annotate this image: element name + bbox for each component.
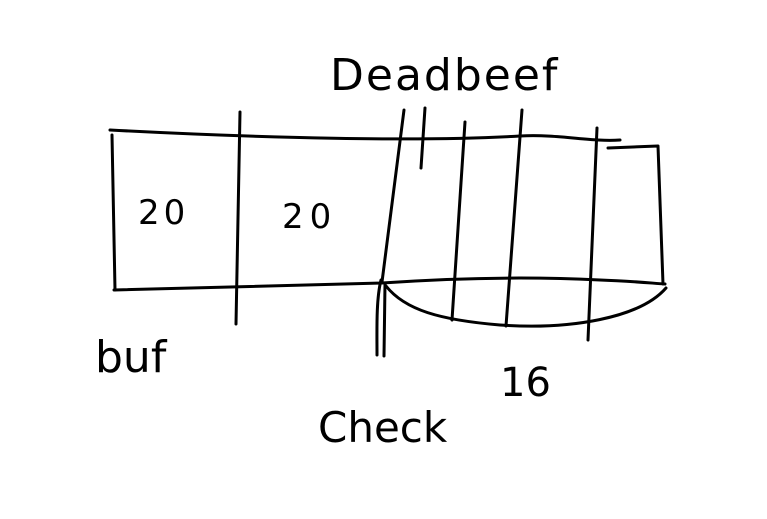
- box-top-edge: [108, 128, 622, 142]
- label-16: 16: [500, 360, 551, 406]
- check-pointer-line: [375, 278, 383, 357]
- divider-check-start: [380, 108, 406, 284]
- label-cell-1: 20: [138, 193, 189, 233]
- label-deadbeef: Deadbeef: [330, 50, 559, 101]
- box-left-edge: [110, 133, 117, 292]
- box-right-edge: [606, 144, 665, 286]
- label-cell-2: 20: [282, 197, 337, 237]
- brace-16: [384, 284, 668, 328]
- box-bottom-edge: [112, 276, 667, 292]
- byte-divider-4: [586, 126, 599, 342]
- label-buf: buf: [95, 332, 168, 383]
- label-check: Check: [318, 403, 448, 452]
- check-pointer-line-2: [382, 282, 387, 358]
- divider-cell1-cell2: [234, 110, 242, 326]
- byte-divider-2: [450, 120, 467, 322]
- byte-divider-3: [504, 108, 524, 328]
- byte-divider-1: [419, 106, 427, 170]
